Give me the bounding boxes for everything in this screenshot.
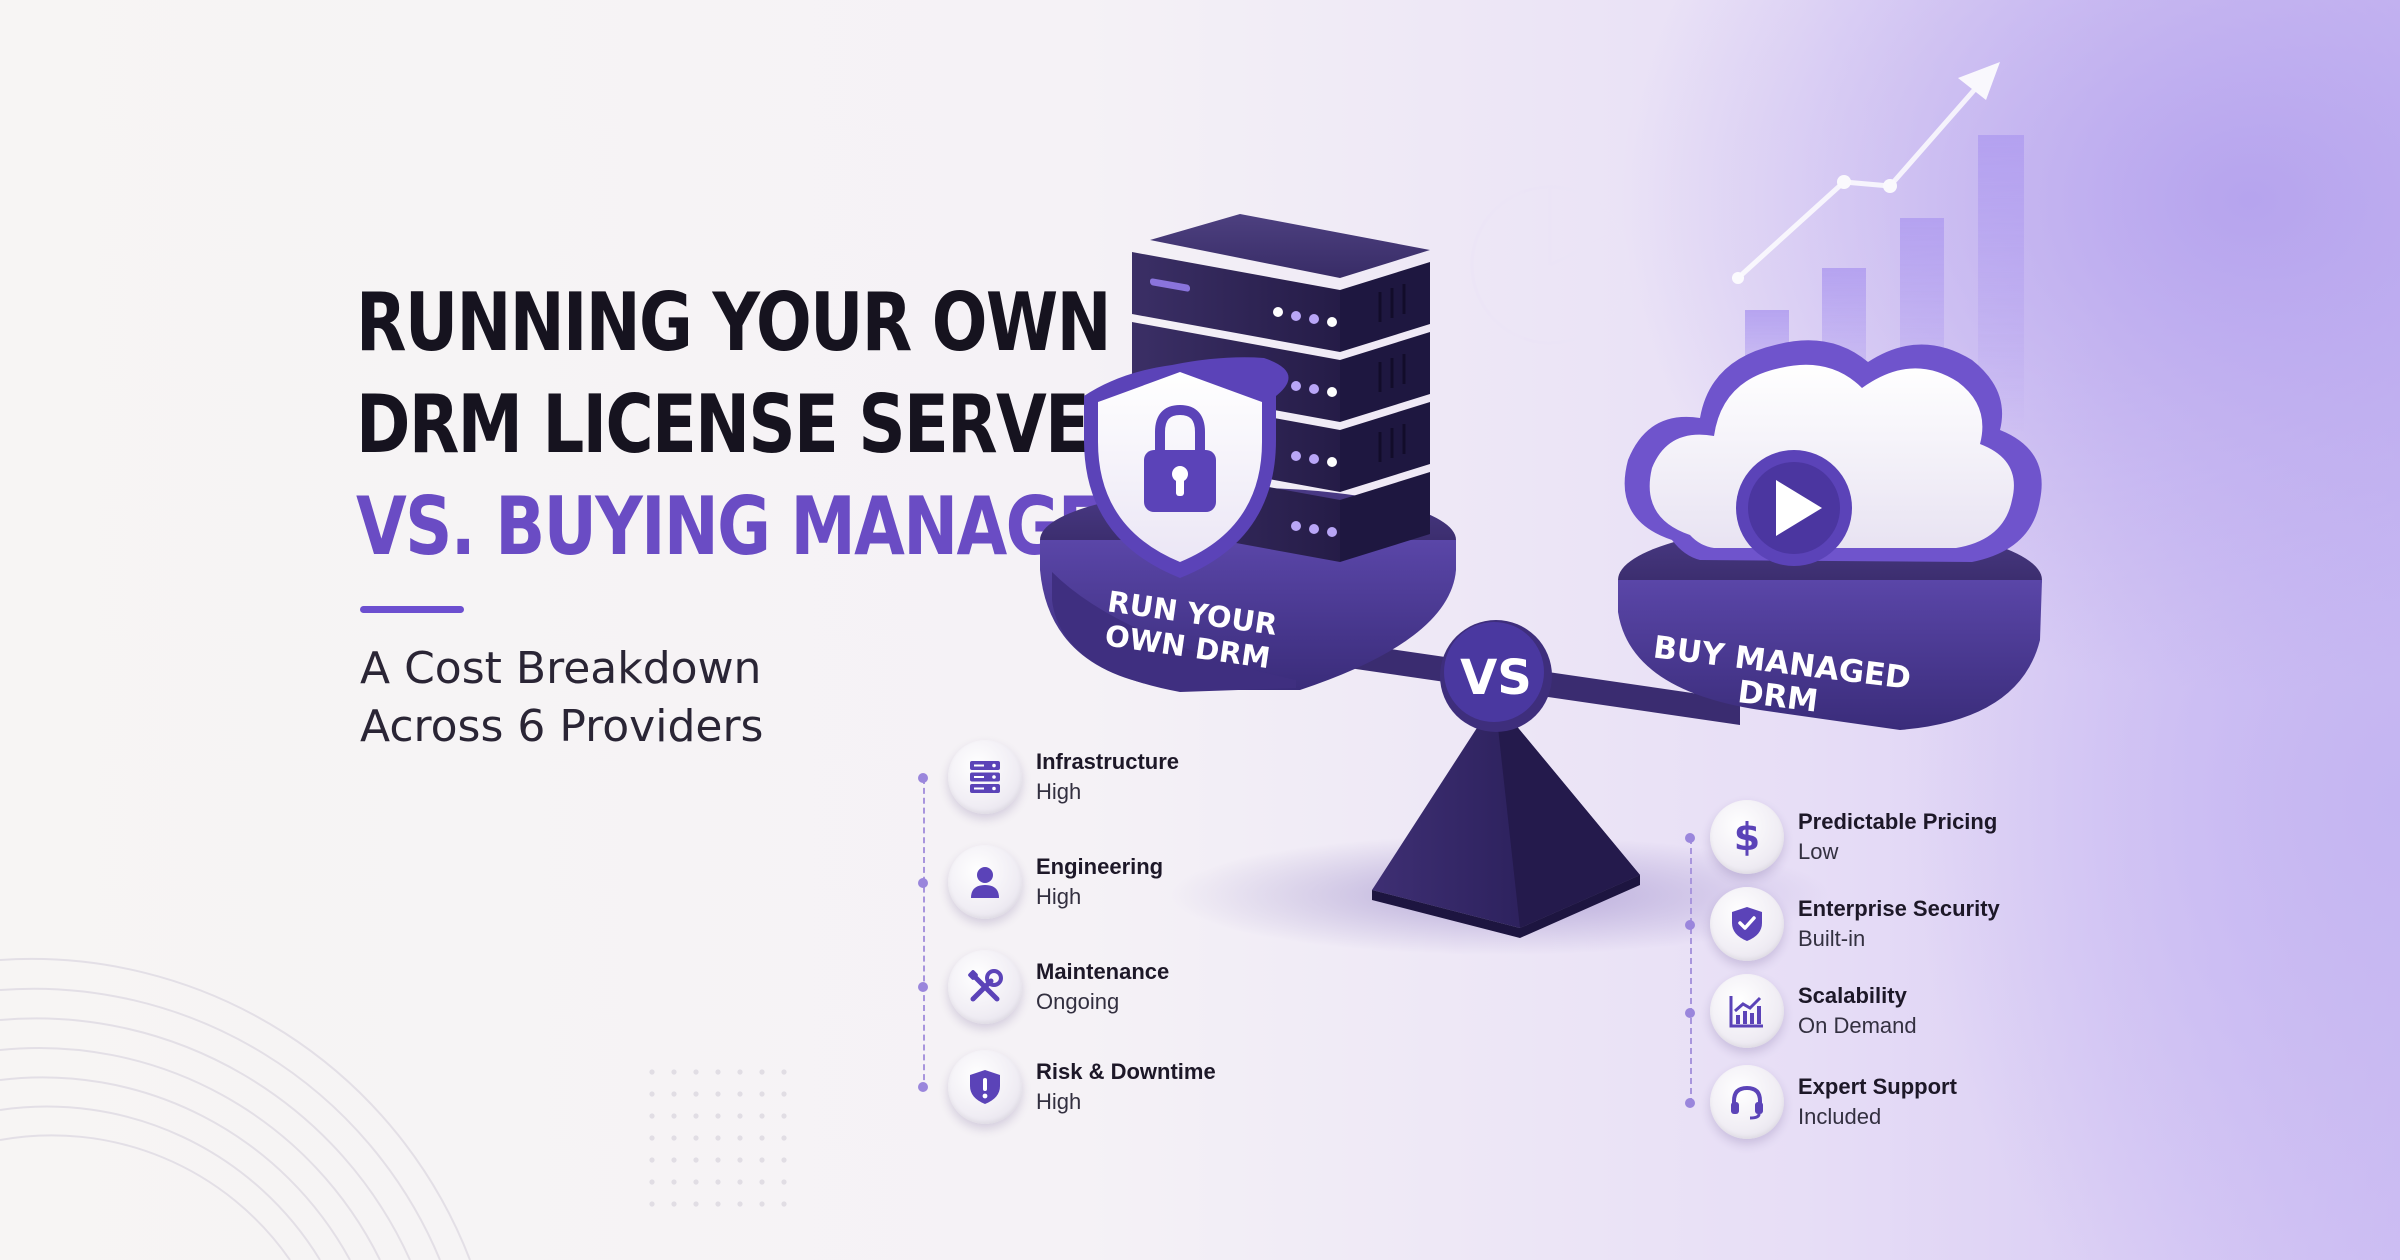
feature-expert-support: Expert Support Included — [1710, 1065, 2070, 1139]
timeline-dot — [1685, 1098, 1695, 1108]
svg-text:$: $ — [1734, 817, 1760, 857]
feature-title: Infrastructure — [1036, 749, 1180, 774]
feature-infrastructure: Infrastructure High — [948, 740, 1308, 814]
tools-icon — [948, 950, 1022, 1024]
timeline-dot — [918, 982, 928, 992]
vs-label: VS — [1460, 650, 1532, 706]
timeline-dot — [918, 878, 928, 888]
feature-title: Predictable Pricing — [1798, 809, 1998, 834]
timeline-dot — [918, 1082, 928, 1092]
feature-value: Ongoing — [1036, 989, 1120, 1014]
feature-value: High — [1036, 779, 1082, 804]
subtitle-line-1: A Cost Breakdown — [360, 643, 762, 694]
feature-enterprise-security: Enterprise Security Built-in — [1710, 887, 2070, 961]
scale-stand — [1372, 700, 1640, 938]
shield-check-icon — [1710, 887, 1784, 961]
vs-knob — [1440, 620, 1552, 732]
cloud-play-icon — [1624, 340, 2042, 566]
pie-decoration — [1470, 185, 1630, 345]
feature-title: Engineering — [1036, 854, 1164, 879]
feature-value: High — [1036, 884, 1082, 909]
timeline-dot — [1685, 1008, 1695, 1018]
server-icon — [948, 740, 1022, 814]
feature-maintenance: Maintenance Ongoing — [948, 950, 1308, 1024]
accent-bar — [360, 606, 464, 613]
subtitle: A Cost Breakdown Across 6 Providers — [360, 640, 880, 756]
feature-title: Risk & Downtime — [1036, 1059, 1216, 1084]
feature-scalability: Scalability On Demand — [1710, 974, 2070, 1048]
dollar-icon: $ — [1710, 800, 1784, 874]
feature-value: High — [1036, 1089, 1082, 1114]
feature-engineering: Engineering High — [948, 845, 1308, 919]
subtitle-line-2: Across 6 Providers — [360, 701, 764, 752]
feature-value: Included — [1798, 1104, 1882, 1129]
person-icon — [948, 845, 1022, 919]
lock-shield — [1084, 357, 1289, 578]
feature-title: Expert Support — [1798, 1074, 1957, 1099]
feature-title: Scalability — [1798, 983, 1907, 1008]
managed-features-timeline — [1690, 838, 1692, 1104]
headset-icon — [1710, 1065, 1784, 1139]
feature-risk-downtime: Risk & Downtime High — [948, 1050, 1308, 1124]
timeline-dot — [918, 773, 928, 783]
feature-value: Built-in — [1798, 926, 1866, 951]
feature-predictable-pricing: $ Predictable Pricing Low — [1710, 800, 2070, 874]
feature-value: On Demand — [1798, 1013, 1917, 1038]
feature-title: Enterprise Security — [1798, 896, 2000, 921]
growth-chart-icon — [1710, 974, 1784, 1048]
own-features-timeline — [923, 778, 925, 1090]
shield-alert-icon — [948, 1050, 1022, 1124]
feature-value: Low — [1798, 839, 1839, 864]
timeline-dot — [1685, 920, 1695, 930]
feature-title: Maintenance — [1036, 959, 1170, 984]
timeline-dot — [1685, 833, 1695, 843]
